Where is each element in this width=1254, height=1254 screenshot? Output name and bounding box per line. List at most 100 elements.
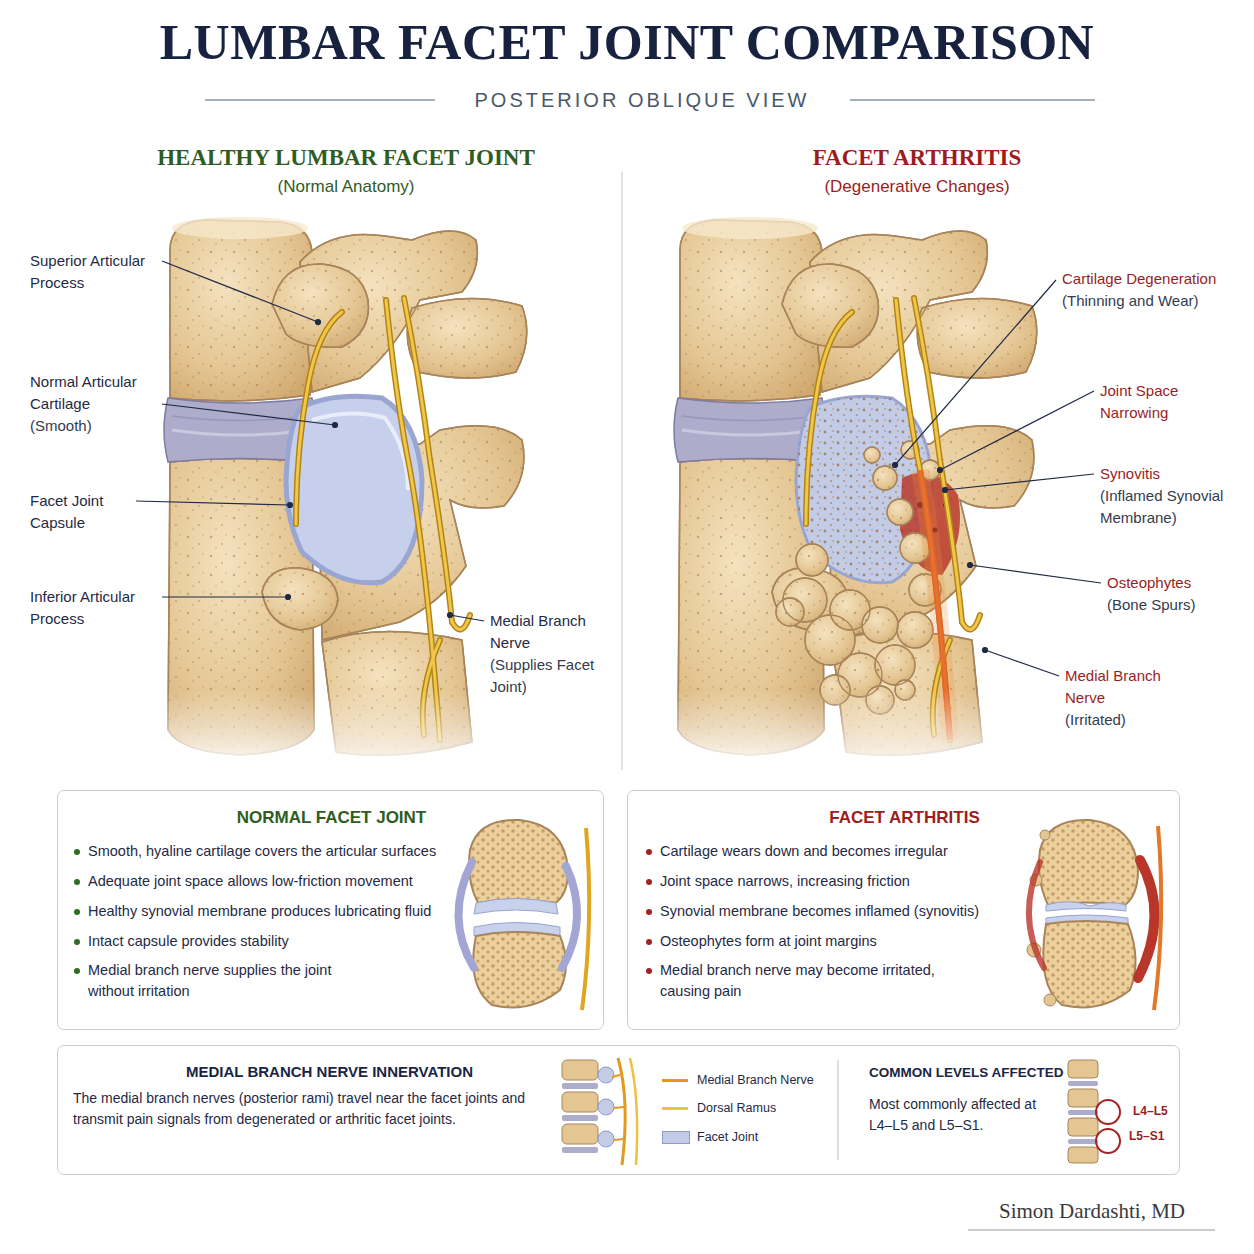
arthritic-cross-section-part: [1043, 921, 1135, 1007]
bullet-dot: [74, 968, 80, 974]
mini-spine-part: [612, 1075, 624, 1140]
healthy-vertebrae-part: [262, 264, 368, 630]
callout-label: Medial Branch Nerve: [490, 610, 600, 654]
callout-label: (Inflamed Synovial Membrane): [1100, 485, 1240, 529]
arthritic-cross-section-part: [1039, 820, 1138, 905]
panel-heading: MEDIAL BRANCH NERVE INNERVATION: [186, 1062, 586, 1082]
mini-spine-part: [562, 1124, 598, 1144]
healthy-vertebrae-part: [312, 413, 408, 490]
leader-lines-part: [893, 463, 898, 468]
info-panel: FACET ARTHRITIS Cartilage wears down and …: [627, 790, 1180, 1030]
callout-label: L4–L5: [1133, 1104, 1183, 1118]
normal-cross-section-part: [582, 828, 589, 1010]
callout-label: Inferior Articular Process: [30, 586, 158, 630]
bullet-dot: [646, 968, 652, 974]
mini-spine-part: [562, 1115, 598, 1121]
leader-lines-part: [450, 615, 484, 621]
legend-swatch: [662, 1107, 688, 1110]
callout-label: (Bone Spurs): [1107, 594, 1237, 616]
bullet-dot: [646, 849, 652, 855]
callout-label: Synovitis: [1100, 463, 1240, 485]
levels-spine-part: [1068, 1118, 1098, 1136]
leader-lines-part: [162, 404, 335, 425]
mini-spine-part: [562, 1060, 598, 1080]
bullet-text: Medial branch nerve supplies the joint w…: [88, 960, 363, 1002]
innervation-panel: MEDIAL BRANCH NERVE INNERVATION The media…: [57, 1045, 1180, 1175]
leader-lines-part: [333, 423, 338, 428]
levels-spine: [1068, 1060, 1120, 1163]
bullet-text: Osteophytes form at joint margins: [660, 931, 1020, 952]
normal-cross-section-part: [562, 866, 577, 968]
arthritic-cross-section-part: [1029, 862, 1044, 968]
arthritic-cross-section-part: [1040, 830, 1050, 840]
mini-spine-part: [630, 1058, 637, 1165]
bullet-dot: [646, 879, 652, 885]
leader-lines-part: [970, 565, 1101, 583]
irritated-nerve-part: [660, 690, 1060, 770]
mini-spine-part: [618, 1058, 625, 1165]
healthy-vertebrae-part: [150, 690, 550, 770]
leader-lines-part: [895, 280, 1056, 465]
mini-spine-part: [598, 1131, 614, 1147]
callout-label: Normal Articular Cartilage: [30, 371, 158, 415]
mini-spine: [562, 1058, 637, 1165]
bullet-text: Synovial membrane becomes inflamed (syno…: [660, 901, 1020, 922]
subtitle-rule-part: [621, 172, 623, 770]
irritated-nerve-part: [806, 298, 980, 740]
leader-lines-part: [938, 468, 943, 473]
subtitle-rule-part: [850, 99, 1095, 101]
normal-cross-section-part: [469, 820, 568, 903]
leader-lines-part: [136, 501, 290, 505]
bullet-dot: [646, 909, 652, 915]
arthritic-cross-section-part: [1138, 860, 1155, 978]
body-text: The medial branch nerves (posterior rami…: [73, 1088, 551, 1130]
callout-label: HEALTHY LUMBAR FACET JOINT: [106, 144, 586, 172]
bullet-dot: [74, 849, 80, 855]
bullet-text: Intact capsule provides stability: [88, 931, 458, 952]
callout-label: L5–S1: [1129, 1129, 1179, 1143]
healthy-vertebrae-part: [296, 298, 470, 740]
levels-spine-part: [1068, 1089, 1098, 1107]
leader-lines-part: [983, 648, 988, 653]
info-panel: NORMAL FACET JOINTSmooth, hyaline cartil…: [57, 790, 604, 1030]
legend-text: Facet Joint: [697, 1129, 847, 1145]
callout-label: Medial Branch Nerve: [1065, 665, 1175, 709]
mini-spine-part: [598, 1099, 614, 1115]
mini-spine-part: [562, 1083, 598, 1089]
callout-label: Simon Dardashti, MD: [967, 1198, 1217, 1224]
leader-lines-part: [985, 650, 1059, 676]
arthritic-cross-section-part: [1044, 994, 1056, 1006]
signature-rule: [968, 1230, 1215, 1231]
leader-lines-part: [945, 474, 1094, 490]
panel-divider: [837, 1060, 839, 1160]
bullet-text: Adequate joint space allows low-friction…: [88, 871, 458, 892]
healthy-vertebrae-part: [262, 264, 368, 630]
callout-label: (Normal Anatomy): [196, 176, 496, 198]
arthritic-vertebrae-part: [772, 264, 878, 630]
body-text: Most commonly affected at L4–L5 and L5–S…: [869, 1094, 1049, 1136]
irritated-nerve: [660, 298, 1060, 770]
subtitle-rule: [205, 100, 1095, 770]
callout-label: Joint Space Narrowing: [1100, 380, 1210, 424]
leader-lines-part: [940, 391, 1094, 470]
callout-label: Superior Articular Process: [30, 250, 158, 294]
bullet-text: Medial branch nerve may become irritated…: [660, 960, 960, 1002]
leader-lines-part: [968, 563, 973, 568]
panel-heading: FACET ARTHRITIS: [628, 807, 1181, 829]
callout-label: (Smooth): [30, 415, 158, 437]
bullet-text: Cartilage wears down and becomes irregul…: [660, 841, 1020, 862]
mini-spine-part: [562, 1092, 598, 1112]
bullet-text: Healthy synovial membrane produces lubri…: [88, 901, 458, 922]
callout-label: Facet Joint Capsule: [30, 490, 130, 534]
levels-spine-part: [1068, 1110, 1098, 1115]
mini-spine-part: [562, 1147, 598, 1153]
arthritic-vertebrae-part: [682, 217, 818, 239]
normal-cross-section-part: [458, 862, 474, 968]
callout-label: (Supplies Facet Joint): [490, 654, 610, 698]
diagram-title: LUMBAR FACET JOINT COMPARISON: [0, 12, 1254, 72]
legend-text: Medial Branch Nerve: [697, 1072, 847, 1088]
healthy-vertebrae-part: [172, 217, 308, 239]
levels-spine-part: [1068, 1081, 1098, 1086]
arthritic-vertebrae-part: [772, 264, 878, 630]
